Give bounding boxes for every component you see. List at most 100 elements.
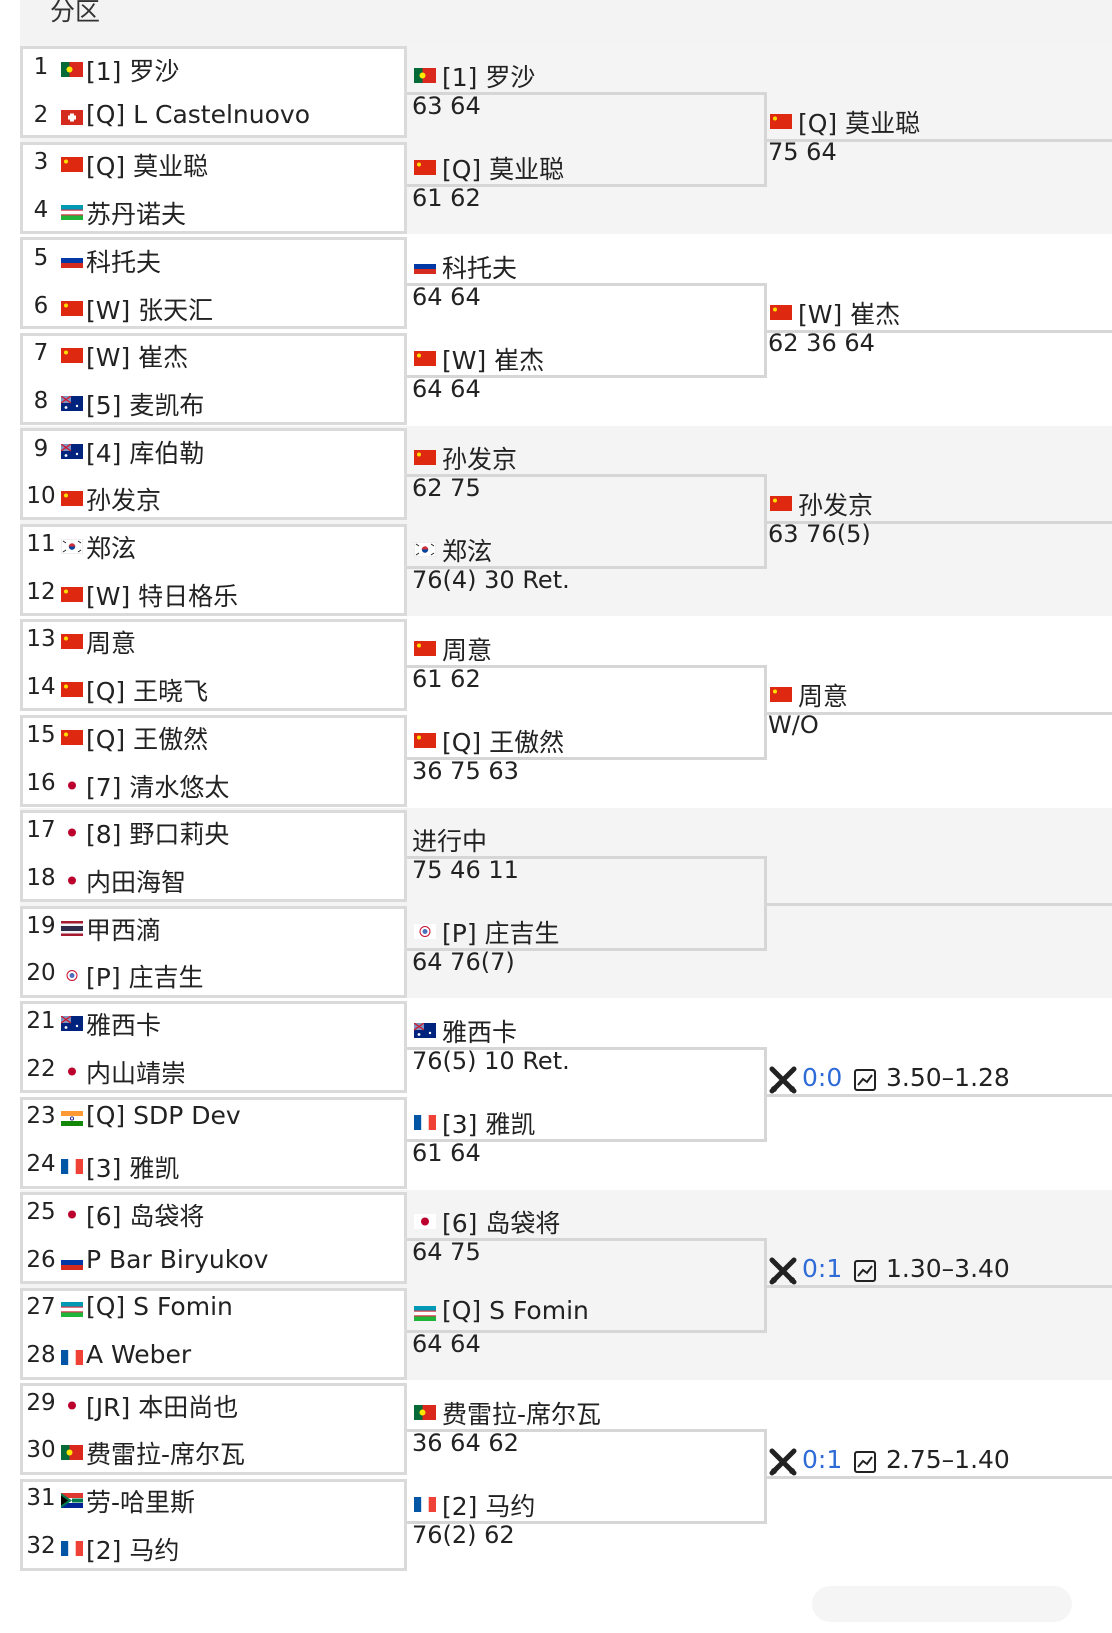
r1-player-row[interactable]: 32[2] 马约 — [20, 1525, 407, 1571]
chart-icon[interactable] — [854, 1069, 876, 1091]
draw-position: 24 — [26, 1151, 56, 1178]
player-name: [P] 庄吉生 — [86, 963, 204, 993]
draw-position: 10 — [26, 483, 56, 510]
china-flag-icon — [414, 351, 436, 366]
australia-flag-icon — [60, 1015, 83, 1031]
head-to-head-link[interactable]: 0:1 — [802, 1445, 843, 1474]
r2-player-row[interactable]: [Q] 莫业聪 — [412, 148, 762, 192]
r3-player-row[interactable]: [Q] 莫业聪 — [768, 102, 1108, 142]
player-name: [4] 库伯勒 — [86, 438, 205, 468]
r1-player-row[interactable]: 1[1] 罗沙 — [20, 46, 407, 92]
r1-player-row[interactable]: 24[3] 雅凯 — [20, 1143, 407, 1189]
r2-player-row[interactable]: 孙发京 — [412, 438, 762, 482]
r2-player-row[interactable]: [1] 罗沙 — [412, 56, 762, 100]
australia-flag-icon — [413, 1022, 436, 1038]
r2-player-row[interactable]: 雅西卡 — [412, 1011, 762, 1055]
russia-flag-icon — [61, 252, 83, 268]
draw-position: 2 — [33, 101, 49, 128]
r1-player-row[interactable]: 25[6] 岛袋将 — [20, 1191, 407, 1237]
russia-flag-icon — [61, 1254, 83, 1270]
r1-player-row[interactable]: 17[8] 野口莉央 — [20, 809, 407, 855]
r1-match-box — [20, 1001, 407, 1093]
r1-player-row[interactable]: 20[P] 庄吉生 — [20, 952, 407, 998]
r2-match-box — [407, 856, 767, 951]
player-name: [Q] S Fomin — [442, 1296, 589, 1325]
r2-player-row[interactable]: [3] 雅凯 — [412, 1103, 762, 1147]
r2-player-row[interactable]: [Q] S Fomin — [412, 1294, 762, 1338]
uzbekistan-flag-icon — [61, 1302, 83, 1318]
r2-player-row[interactable]: [Q] 王傲然 — [412, 721, 762, 765]
r1-player-row[interactable]: 27[Q] S Fomin — [20, 1286, 407, 1332]
player-name: 苏丹诺夫 — [86, 200, 187, 230]
draw-position: 7 — [33, 340, 49, 367]
r3-bracket-line — [767, 1476, 1112, 1479]
r1-player-row[interactable]: 6[W] 张天汇 — [20, 285, 407, 331]
r3-player-row[interactable]: 孙发京 — [768, 484, 1108, 524]
r2-player-row[interactable]: 科托夫 — [412, 247, 762, 291]
r2-player-row[interactable]: [6] 岛袋将 — [412, 1202, 762, 1246]
r1-match-box — [20, 1192, 407, 1284]
r2-player-row[interactable]: [P] 庄吉生 — [412, 912, 762, 956]
match-score: 63 76(5) — [768, 520, 871, 548]
draw-position: 5 — [33, 244, 49, 271]
r1-match-box — [20, 1096, 407, 1189]
r1-player-row[interactable]: 12[W] 特日格乐 — [20, 571, 407, 617]
player-name: 郑泫 — [442, 537, 493, 566]
r1-player-row[interactable]: 3[Q] 莫业聪 — [20, 141, 407, 187]
r1-player-row[interactable]: 9[4] 库伯勒 — [20, 428, 407, 474]
r1-player-row[interactable]: 15[Q] 王傲然 — [20, 714, 407, 760]
r1-player-row[interactable]: 16[7] 清水悠太 — [20, 762, 407, 808]
r1-match-box — [20, 46, 407, 138]
r2-player-row[interactable]: 进行中 — [412, 820, 762, 864]
portugal-flag-icon — [414, 1405, 436, 1420]
r1-player-row[interactable]: 2[Q] L Castelnuovo — [20, 94, 407, 140]
japan-flag-icon — [61, 1397, 83, 1413]
head-to-head-link[interactable]: 0:1 — [802, 1254, 843, 1283]
r2-player-row[interactable]: 郑泫 — [412, 530, 762, 574]
head-to-head-link[interactable]: 0:0 — [802, 1063, 843, 1092]
r2-player-row[interactable]: [2] 马约 — [412, 1485, 762, 1529]
match-score: 63 64 — [412, 92, 481, 120]
r2-player-row[interactable]: 费雷拉-席尔瓦 — [412, 1393, 762, 1437]
r1-match-box — [20, 714, 407, 807]
r2-match-box — [407, 283, 767, 378]
r2-player-row[interactable]: 周意 — [412, 629, 762, 673]
r2-match-box — [407, 1238, 767, 1333]
draw-position: 22 — [26, 1055, 56, 1082]
portugal-flag-icon — [414, 68, 436, 83]
draw-position: 12 — [26, 578, 56, 605]
player-name: 劳-哈里斯 — [86, 1488, 196, 1517]
r1-player-row[interactable]: 7[W] 崔杰 — [20, 332, 407, 378]
player-name: [6] 岛袋将 — [442, 1209, 561, 1238]
chart-icon[interactable] — [854, 1451, 876, 1473]
r1-player-row[interactable]: 8[5] 麦凯布 — [20, 380, 407, 426]
r1-player-row[interactable]: 23[Q] SDP Dev — [20, 1095, 407, 1141]
match-score: 36 75 63 — [412, 757, 519, 785]
player-name: [8] 野口莉央 — [86, 820, 230, 850]
r3-player-row[interactable]: 周意 — [768, 675, 1108, 715]
chart-icon[interactable] — [854, 1260, 876, 1282]
r2-player-row[interactable]: [W] 崔杰 — [412, 339, 762, 383]
match-score: 64 64 — [412, 375, 481, 403]
scroll-indicator[interactable] — [812, 1586, 1072, 1622]
match-score: 61 64 — [412, 1139, 481, 1167]
r3-player-row[interactable]: [W] 崔杰 — [768, 293, 1108, 333]
r1-player-row[interactable]: 14[Q] 王晓飞 — [20, 666, 407, 712]
r1-player-row[interactable]: 29[JR] 本田尚也 — [20, 1382, 407, 1428]
